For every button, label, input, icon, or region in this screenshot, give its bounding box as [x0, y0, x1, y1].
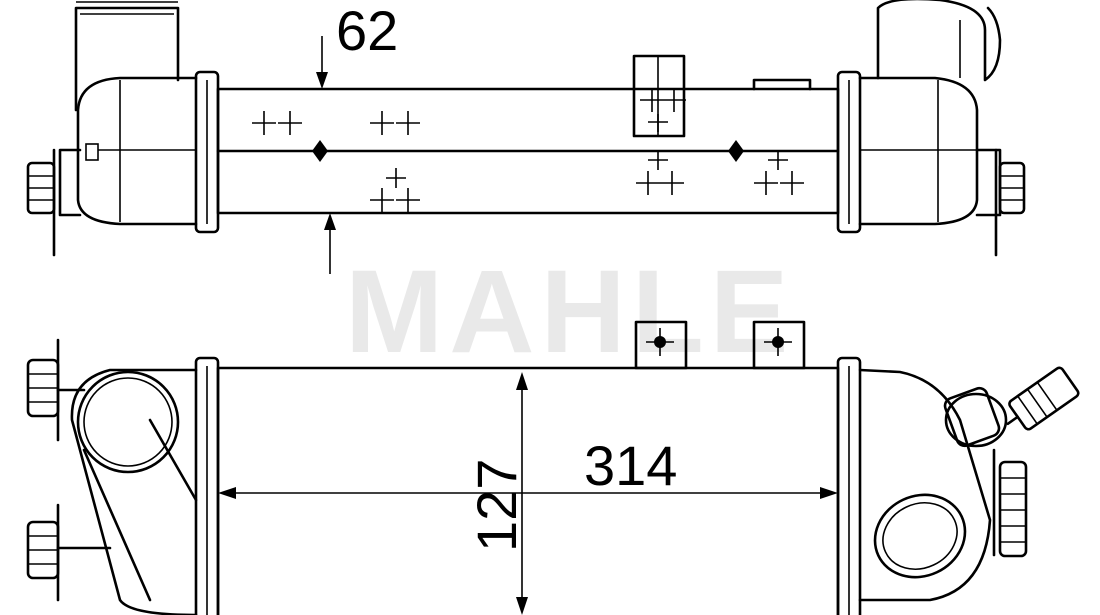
- front-right-end-plate: [836, 356, 862, 615]
- front-bracket-1: [634, 320, 688, 370]
- front-right-sensor-port: [944, 392, 1008, 448]
- left-end-plate: [194, 70, 220, 234]
- front-bracket-2: [752, 320, 806, 370]
- front-right-tank: [858, 368, 992, 602]
- front-view-core: [216, 366, 840, 615]
- dimension-127-label: 127: [465, 459, 528, 552]
- left-inlet-neck: [74, 6, 180, 112]
- front-right-outlet-port: [873, 493, 967, 579]
- sensor-connector: [1006, 366, 1080, 431]
- brand-watermark: MAHLE: [345, 246, 795, 378]
- rivet-marks: [252, 88, 804, 212]
- front-left-bolts: [26, 338, 112, 602]
- right-tank: [858, 76, 979, 226]
- left-tank: [76, 76, 198, 226]
- diamond-mark-left: [312, 140, 328, 162]
- front-right-bolts: [992, 448, 1028, 558]
- diamond-mark-right: [728, 140, 744, 162]
- front-left-inlet-port: [76, 370, 180, 474]
- right-outlet-neck: [876, 0, 1002, 82]
- front-left-end-plate: [194, 356, 220, 615]
- top-view: 62: [26, 0, 1026, 274]
- core-clip: [752, 78, 812, 91]
- dimension-314-label: 314: [584, 434, 677, 497]
- dimension-62-label: 62: [336, 0, 398, 62]
- right-end-plate: [836, 70, 862, 234]
- top-bracket: [632, 54, 686, 138]
- front-left-tank: [70, 368, 198, 615]
- front-view: 127 314: [26, 320, 1080, 615]
